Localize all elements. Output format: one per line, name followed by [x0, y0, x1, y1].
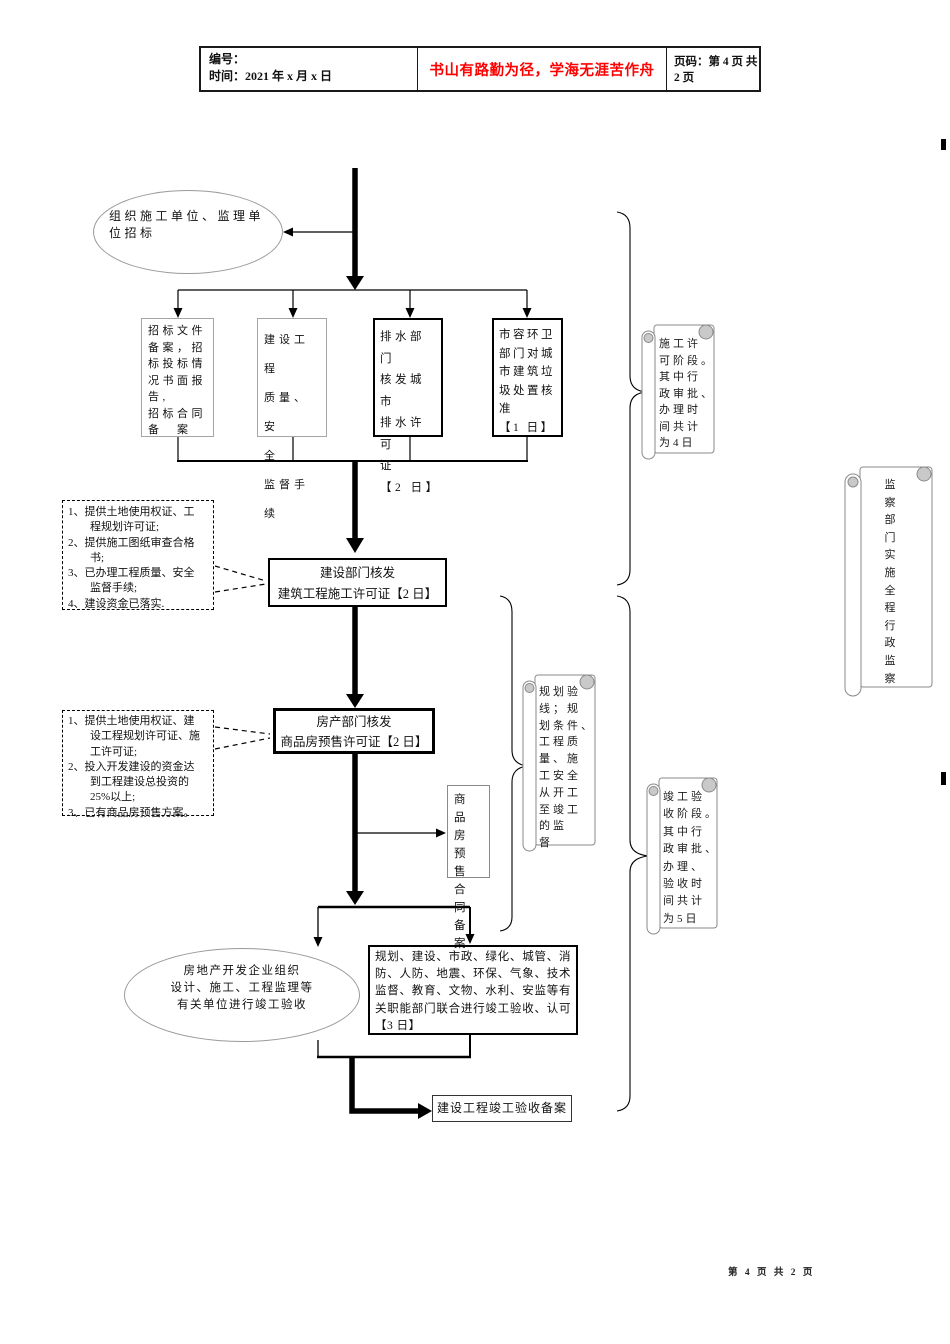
footer-page-number: 第 4 页 共 2 页	[728, 1268, 815, 1278]
scroll-planning-supervision-text: 规划验 线；规 划条件、 工程质 量、施 工安全 从开工 至竣工 的监 督	[539, 686, 595, 850]
distribution-arrowheads	[173, 308, 532, 318]
scroll-shape-completion-stage	[646, 777, 718, 935]
motto-text: 书山有路勤为径，学海无涯苦作舟	[429, 62, 655, 79]
edge-mark-middle	[941, 772, 946, 785]
box-presale-contract-filing: 商品房预售合同备案	[447, 785, 490, 950]
scroll-shape-construction-stage	[641, 324, 715, 460]
box-presale-permit: 房产部门核发 商品房预售许可证【2 日】	[273, 708, 435, 754]
doc-time-label: 时间：2021 年 x 月 x 日	[209, 69, 333, 83]
header-motto-cell: 书山有路勤为径，学海无涯苦作舟	[417, 48, 666, 90]
page-number-label: 页码：第 4 页 共 2 页	[674, 56, 758, 84]
ellipse-organize-bidding-text: 组织施工单位、监理单 位招标	[109, 209, 265, 240]
box-sanitation-approval: 市容环卫 部门对城 市建筑垃 圾处置核 准 【1 日】	[492, 318, 563, 437]
ellipse-organize-bidding: 组织施工单位、监理单 位招标	[93, 190, 283, 274]
ellipse-developer-acceptance-text: 房地产开发企业组织 设计、施工、工程监理等 有关单位进行竣工验收	[170, 965, 314, 1011]
splitter-lines	[313, 905, 475, 947]
thick-flow-lines	[349, 168, 418, 1114]
box-construction-permit: 建设部门核发 建筑工程施工许可证【2 日】	[268, 558, 447, 607]
scroll-shape-admin-supervision	[844, 466, 933, 697]
header-table: 编号： 时间：2021 年 x 月 x 日 书山有路勤为径，学海无涯苦作舟 页码…	[199, 46, 761, 92]
dashed-conditions-presale-permit: 1、提供土地使用权证、建 设工程规划许可证、施 工许可证; 2、投入开发建设的资…	[62, 710, 214, 819]
box-presale-contract-filing-text: 商品房预售合同备案	[454, 794, 473, 950]
edge-mark-top	[941, 139, 946, 150]
thick-arrowheads	[346, 276, 432, 1119]
scroll-shape-planning-supervision	[522, 674, 596, 852]
scroll-admin-supervision-text: 监 察 部 门 实 施 全 程 行 政 监 察	[884, 479, 896, 685]
header-page-cell: 页码：第 4 页 共 2 页	[666, 48, 759, 90]
scroll-completion-stage-text: 竣工验 收阶段。 其中行 政审批、 办理、 验收时 间共计 为5日	[663, 791, 719, 925]
header-meta-cell: 编号： 时间：2021 年 x 月 x 日	[201, 48, 417, 90]
box-joint-acceptance: 规划、建设、市政、绿化、城管、消防、人防、地震、环保、气象、技术监督、教育、文物…	[368, 945, 578, 1035]
brace-construction-stage	[616, 211, 646, 586]
dashed-connectors	[214, 565, 271, 750]
box-acceptance-filing: 建设工程竣工验收备案	[432, 1095, 572, 1122]
box-quality-safety: 建设工程 质量、安 全 监督手续	[257, 318, 327, 520]
distribution-lines	[177, 289, 528, 309]
box-drainage-permit: 排水部门 核发城市 排水许可 证 【2 日】	[373, 318, 443, 494]
doc-number-label: 编号：	[209, 52, 246, 66]
brace-completion-stage	[616, 595, 649, 1112]
box-bidding-documents: 招标文件 备案，招 标投标情 况书面报 告, 招标合同 备 案	[141, 318, 214, 437]
ellipse-top-connector	[283, 227, 353, 237]
scroll-construction-stage-text: 施工许 可阶段。 其中行 政审批、 办理时 间共计 为4日	[659, 338, 715, 449]
merge-lines-bottom	[317, 1035, 471, 1059]
ellipse-developer-acceptance: 房地产开发企业组织 设计、施工、工程监理等 有关单位进行竣工验收	[124, 948, 360, 1042]
dashed-conditions-construction-permit: 1、提供土地使用权证、工 程规划许可证; 2、提供施工图纸审查合格 书; 3、已…	[62, 500, 214, 610]
presale-contract-connector	[357, 828, 446, 838]
merge-lines-top	[177, 437, 528, 462]
